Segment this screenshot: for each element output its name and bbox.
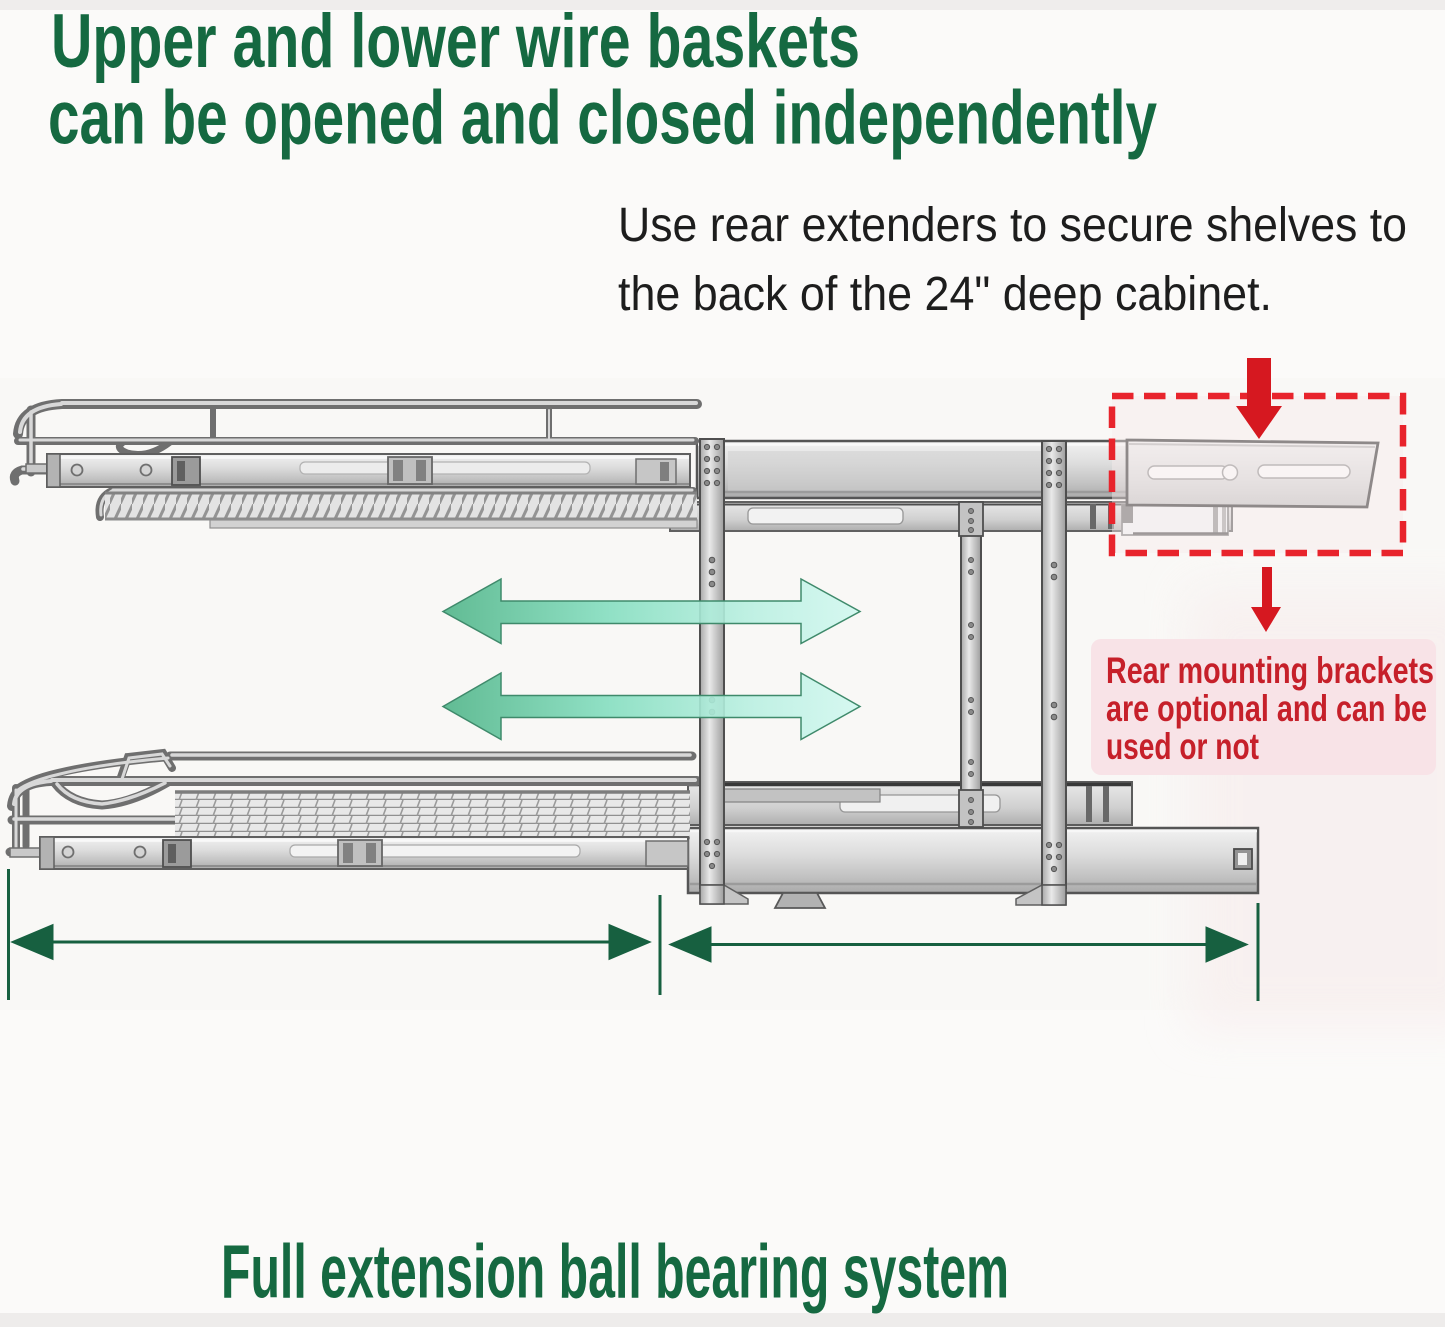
svg-text:the back of the 24" deep cabin: the back of the 24" deep cabinet. [618,268,1272,321]
svg-text:used or not: used or not [1106,726,1259,767]
svg-text:Use rear extenders to secure s: Use rear extenders to secure shelves to [618,199,1407,252]
svg-text:Rear mounting brackets: Rear mounting brackets [1106,650,1434,691]
svg-text:Upper and lower wire baskets: Upper and lower wire baskets [51,0,860,84]
svg-text:Full extension ball bearing sy: Full extension ball bearing system [221,1230,1009,1315]
svg-text:are optional and can be: are optional and can be [1106,688,1427,729]
svg-text:can be opened and closed indep: can be opened and closed independently [48,76,1157,161]
